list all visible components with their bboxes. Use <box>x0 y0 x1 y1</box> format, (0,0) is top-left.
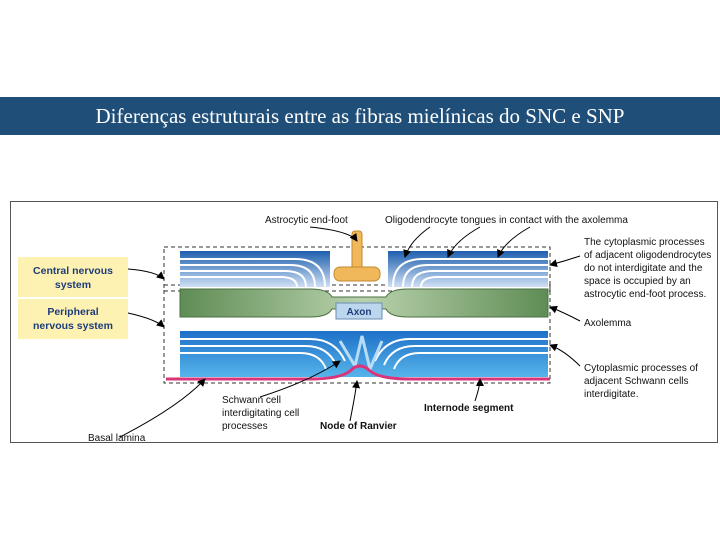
pointer-lines <box>119 226 581 438</box>
astrocytic-end-foot-label: Astrocytic end-foot <box>265 215 348 226</box>
pns-myelin <box>180 331 548 377</box>
svg-text:system: system <box>55 279 91 291</box>
svg-text:Central nervous: Central nervous <box>33 265 113 277</box>
diagram-svg: Axon Central nervous system Peripheral n… <box>10 201 718 444</box>
svg-text:processes: processes <box>222 421 268 432</box>
svg-text:space is occupied by an: space is occupied by an <box>584 276 691 287</box>
svg-text:of adjacent oligodendrocytes: of adjacent oligodendrocytes <box>584 250 711 261</box>
svg-text:interdigitating cell: interdigitating cell <box>222 408 299 419</box>
basal-lamina-line <box>166 364 550 381</box>
axon-label: Axon <box>347 307 372 318</box>
svg-text:interdigitate.: interdigitate. <box>584 389 638 400</box>
svg-text:Peripheral: Peripheral <box>47 306 98 318</box>
axolemma-label: Axolemma <box>584 318 632 329</box>
myelin-diagram: Axon Central nervous system Peripheral n… <box>10 201 718 444</box>
basal-lamina-label: Basal lamina <box>88 433 146 443</box>
axon-shape: Axon <box>179 288 549 320</box>
pns-note: Cytoplasmic processes of adjacent Schwan… <box>584 363 698 400</box>
svg-text:The cytoplasmic processes: The cytoplasmic processes <box>584 237 705 248</box>
pns-label-box: Peripheral nervous system <box>18 299 128 339</box>
schwann-label: Schwann cell interdigitating cell proces… <box>222 395 299 432</box>
svg-text:astrocytic end-foot process.: astrocytic end-foot process. <box>584 289 706 300</box>
pns-dashed-outline <box>163 284 551 384</box>
cns-myelin-right <box>388 251 548 288</box>
internode-segment-label: Internode segment <box>424 403 514 414</box>
cns-label-box: Central nervous system <box>18 257 128 297</box>
svg-text:nervous system: nervous system <box>33 320 113 332</box>
svg-text:do not interdigitate and the: do not interdigitate and the <box>584 263 703 274</box>
title-bar: Diferenças estruturais entre as fibras m… <box>0 97 720 135</box>
figure-frame <box>10 201 718 443</box>
svg-text:adjacent Schwann cells: adjacent Schwann cells <box>584 376 689 387</box>
slide-title: Diferenças estruturais entre as fibras m… <box>95 104 625 128</box>
svg-text:Schwann cell: Schwann cell <box>222 395 281 406</box>
cns-note: The cytoplasmic processes of adjacent ol… <box>584 237 711 300</box>
cns-myelin-left <box>180 251 330 288</box>
oligodendrocyte-tongues-label: Oligodendrocyte tongues in contact with … <box>385 215 628 226</box>
svg-text:Cytoplasmic processes of: Cytoplasmic processes of <box>584 363 698 374</box>
node-of-ranvier-label: Node of Ranvier <box>320 421 397 432</box>
